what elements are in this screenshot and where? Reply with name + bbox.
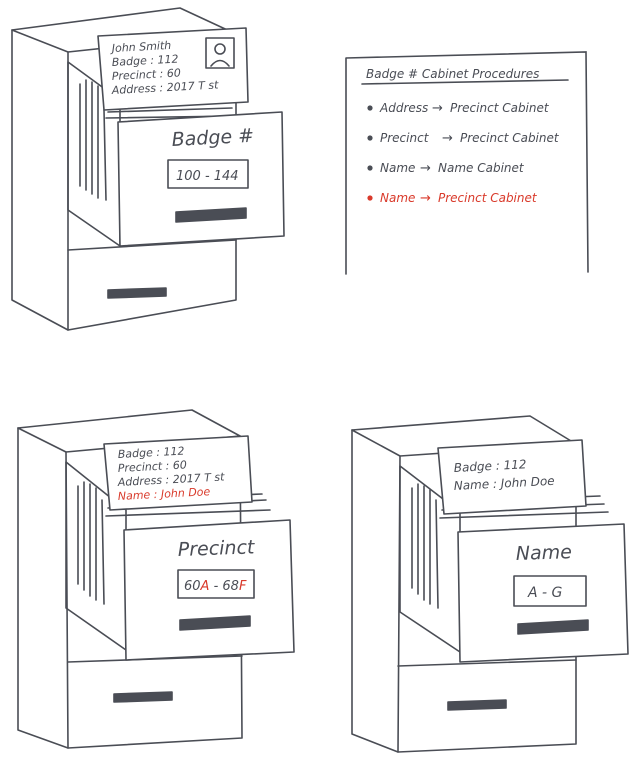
procedure-bullet [367,135,373,141]
procedures-panel-outline [345,51,589,275]
procedure-bullet [367,165,373,171]
index-card-outline [437,439,587,515]
procedure-bullet [367,105,373,111]
range-label: A - G [527,585,563,601]
lower-drawer-handle[interactable] [107,287,167,299]
card-line-1: Badge : 112 [453,457,526,475]
lower-drawer-handle[interactable] [447,699,507,711]
cabinet-body-outline [11,7,237,331]
drawer-handle[interactable] [175,207,247,223]
range-label: 100 - 144 [176,169,239,184]
range-part: - 68 [209,579,239,594]
person-photo-icon [205,37,235,69]
arrow-right-icon: → [420,191,431,206]
card-line-2: Precinct : 60 [117,458,187,475]
drawer-handle[interactable] [517,619,589,635]
cabinet-lower-seam [67,239,237,251]
cabinet-body-outline [351,415,577,753]
procedure-to: Precinct Cabinet [438,191,538,205]
procedures-list: Address→Precinct CabinetPrecinct→Precinc… [367,101,560,206]
cabinet-badge-text: John Smith Badge : 112 Precinct : 60 Add… [109,39,254,184]
procedure-from: Address [379,101,428,115]
procedure-to: Name Cabinet [438,161,525,175]
drawer-label: Name [515,541,572,565]
range-label: 60A - 68F [184,579,247,594]
card-line-4: Address : 2017 T st [110,78,219,97]
arrow-right-icon: → [420,161,431,176]
range-part: 60 [184,579,201,594]
person-photo-head [214,43,226,55]
range-part: A [200,579,210,594]
card-line-1: John Smith [109,39,171,55]
card-line-3: Address : 2017 T st [116,470,225,489]
arrow-right-icon: → [442,131,453,146]
procedure-from: Name [380,161,415,175]
range-label-box [513,575,587,607]
procedure-from: Name [380,191,415,205]
cabinet-precinct [17,409,295,749]
cabinet-badge [11,7,285,331]
card-line-2: Badge : 112 [111,53,178,69]
drawer-label: Badge # [171,125,254,151]
procedure-to: Precinct Cabinet [460,131,560,145]
cabinet-name [351,415,629,753]
arrow-right-icon: → [432,101,443,116]
lower-drawer-handle[interactable] [113,691,173,703]
person-photo-body [210,59,230,67]
procedure-bullet [367,195,373,201]
procedures-panel [345,51,589,275]
cabinet-body-outline [17,409,243,749]
card-line-2: Name : John Doe [453,474,555,493]
procedures-text: Badge # Cabinet Procedures Address → Preci… [366,67,560,206]
drawer-handle[interactable] [179,615,251,631]
card-line-3: Precinct : 60 [111,66,181,83]
procedure-from: Precinct [380,131,430,145]
range-label-box [177,569,255,599]
procedure-to: Precinct Cabinet [450,101,550,115]
range-label-box [167,159,249,189]
procedures-title-underline [361,79,569,85]
cabinet-name-text: Badge : 112 Name : John Doe Name A - G [453,457,572,601]
drawer-label: Precinct [177,536,256,561]
procedures-title: Badge # Cabinet Procedures [366,67,539,81]
card-line-1: Badge : 112 [117,445,184,461]
range-part: F [239,579,247,594]
cabinet-lower-seam [397,659,577,667]
card-line-4: Name : John Doe [117,485,210,503]
index-card-outline [103,435,253,511]
